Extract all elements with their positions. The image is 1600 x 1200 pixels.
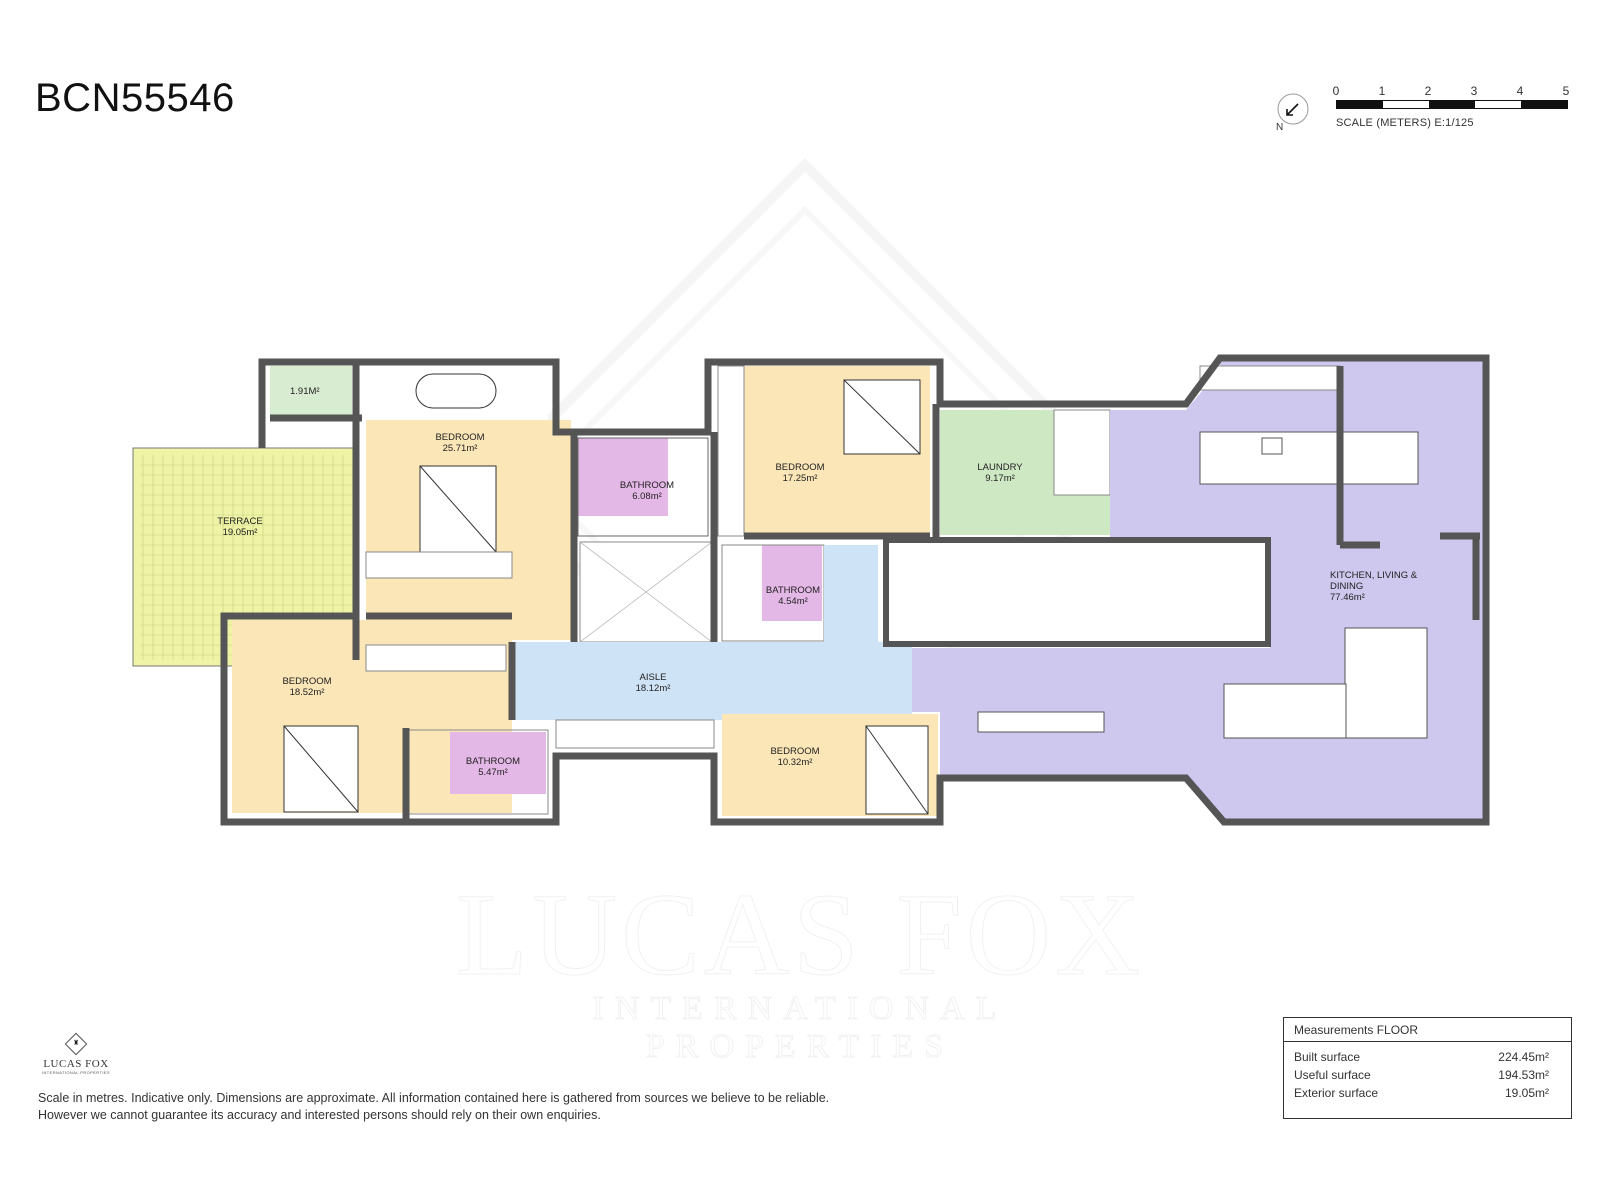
measurements-title: Measurements FLOOR	[1284, 1018, 1571, 1042]
scale-tick: 3	[1470, 84, 1478, 98]
room-bathroom-1	[578, 438, 668, 516]
scale-bar: 0 1 2 3 4 5 SCALE (METERS) E:1/125	[1332, 84, 1570, 134]
property-reference: BCN55546	[35, 76, 235, 120]
room-aisle	[512, 642, 912, 720]
scale-label: SCALE (METERS) E:1/125	[1336, 117, 1474, 129]
compass-north-label: N	[1276, 122, 1284, 133]
scale-tick: 0	[1332, 84, 1340, 98]
room-bathroom-3	[450, 732, 546, 794]
disclaimer: Scale in metres. Indicative only. Dimens…	[38, 1091, 830, 1122]
company-logo: ♜ LUCAS FOX INTERNATIONAL PROPERTIES	[38, 1032, 114, 1075]
scale-tick: 2	[1424, 84, 1432, 98]
room-label-storage: 1.91m²	[290, 386, 320, 397]
north-arrow-icon	[1277, 93, 1309, 125]
scale-tick: 5	[1562, 84, 1570, 98]
room-bathroom-2	[762, 545, 822, 621]
scale-tick: 4	[1516, 84, 1524, 98]
logo-mark-icon: ♜	[64, 1032, 88, 1056]
scale-tick: 1	[1378, 84, 1386, 98]
room-storage	[270, 366, 352, 418]
